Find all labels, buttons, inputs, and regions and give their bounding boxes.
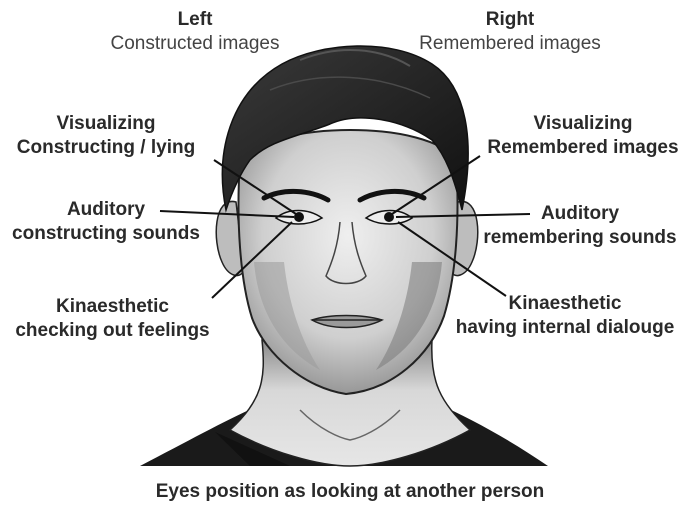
face [237, 129, 459, 396]
label-kinaesthetic-right-line2: having internal dialouge [455, 317, 675, 338]
label-auditory-left-line2: constructing sounds [12, 223, 200, 244]
header-left: Left Constructed images [85, 8, 305, 56]
label-auditory-left-line1: Auditory [66, 199, 146, 220]
label-auditory-right: Auditory remembering sounds [470, 202, 690, 250]
label-auditory-right-line2: remembering sounds [483, 227, 677, 248]
header-left-subtitle: Constructed images [110, 33, 280, 54]
label-kinaesthetic-right-line1: Kinaesthetic [508, 293, 622, 314]
pointer-line-kinaesthetic-right [397, 221, 507, 297]
pointer-line-auditory-left [159, 210, 295, 218]
diagram-caption: Eyes position as looking at another pers… [155, 481, 545, 502]
header-right-title: Right [485, 9, 535, 30]
label-visual-right: Visualizing Remembered images [476, 112, 690, 160]
pointer-lines [159, 155, 531, 299]
neck [228, 339, 472, 467]
hair [221, 45, 469, 213]
label-kinaesthetic-left-line1: Kinaesthetic [56, 296, 169, 317]
label-auditory-right-line1: Auditory [540, 203, 620, 224]
label-visual-right-line2: Remembered images [487, 137, 679, 158]
label-visual-left-line2: Constructing / lying [16, 137, 196, 158]
pointer-line-kinaesthetic-left [211, 221, 293, 299]
eyes [274, 209, 414, 225]
label-visual-right-line1: Visualizing [533, 113, 633, 134]
label-auditory-left: Auditory constructing sounds [0, 198, 212, 246]
nose [325, 221, 367, 285]
label-kinaesthetic-left: Kinaesthetic checking out feelings [0, 295, 225, 343]
label-visual-left: Visualizing Constructing / lying [0, 112, 212, 160]
header-right: Right Remembered images [400, 8, 620, 56]
label-kinaesthetic-right: Kinaesthetic having internal dialouge [440, 292, 690, 340]
label-kinaesthetic-left-line2: checking out feelings [15, 320, 210, 341]
pointer-line-auditory-right [395, 213, 531, 218]
mouth [310, 314, 385, 329]
header-left-title: Left [177, 9, 213, 30]
pointer-line-visual-right [391, 155, 481, 215]
label-visual-left-line1: Visualizing [56, 113, 156, 134]
header-right-subtitle: Remembered images [419, 33, 601, 54]
pointer-line-visual-left [213, 159, 297, 215]
